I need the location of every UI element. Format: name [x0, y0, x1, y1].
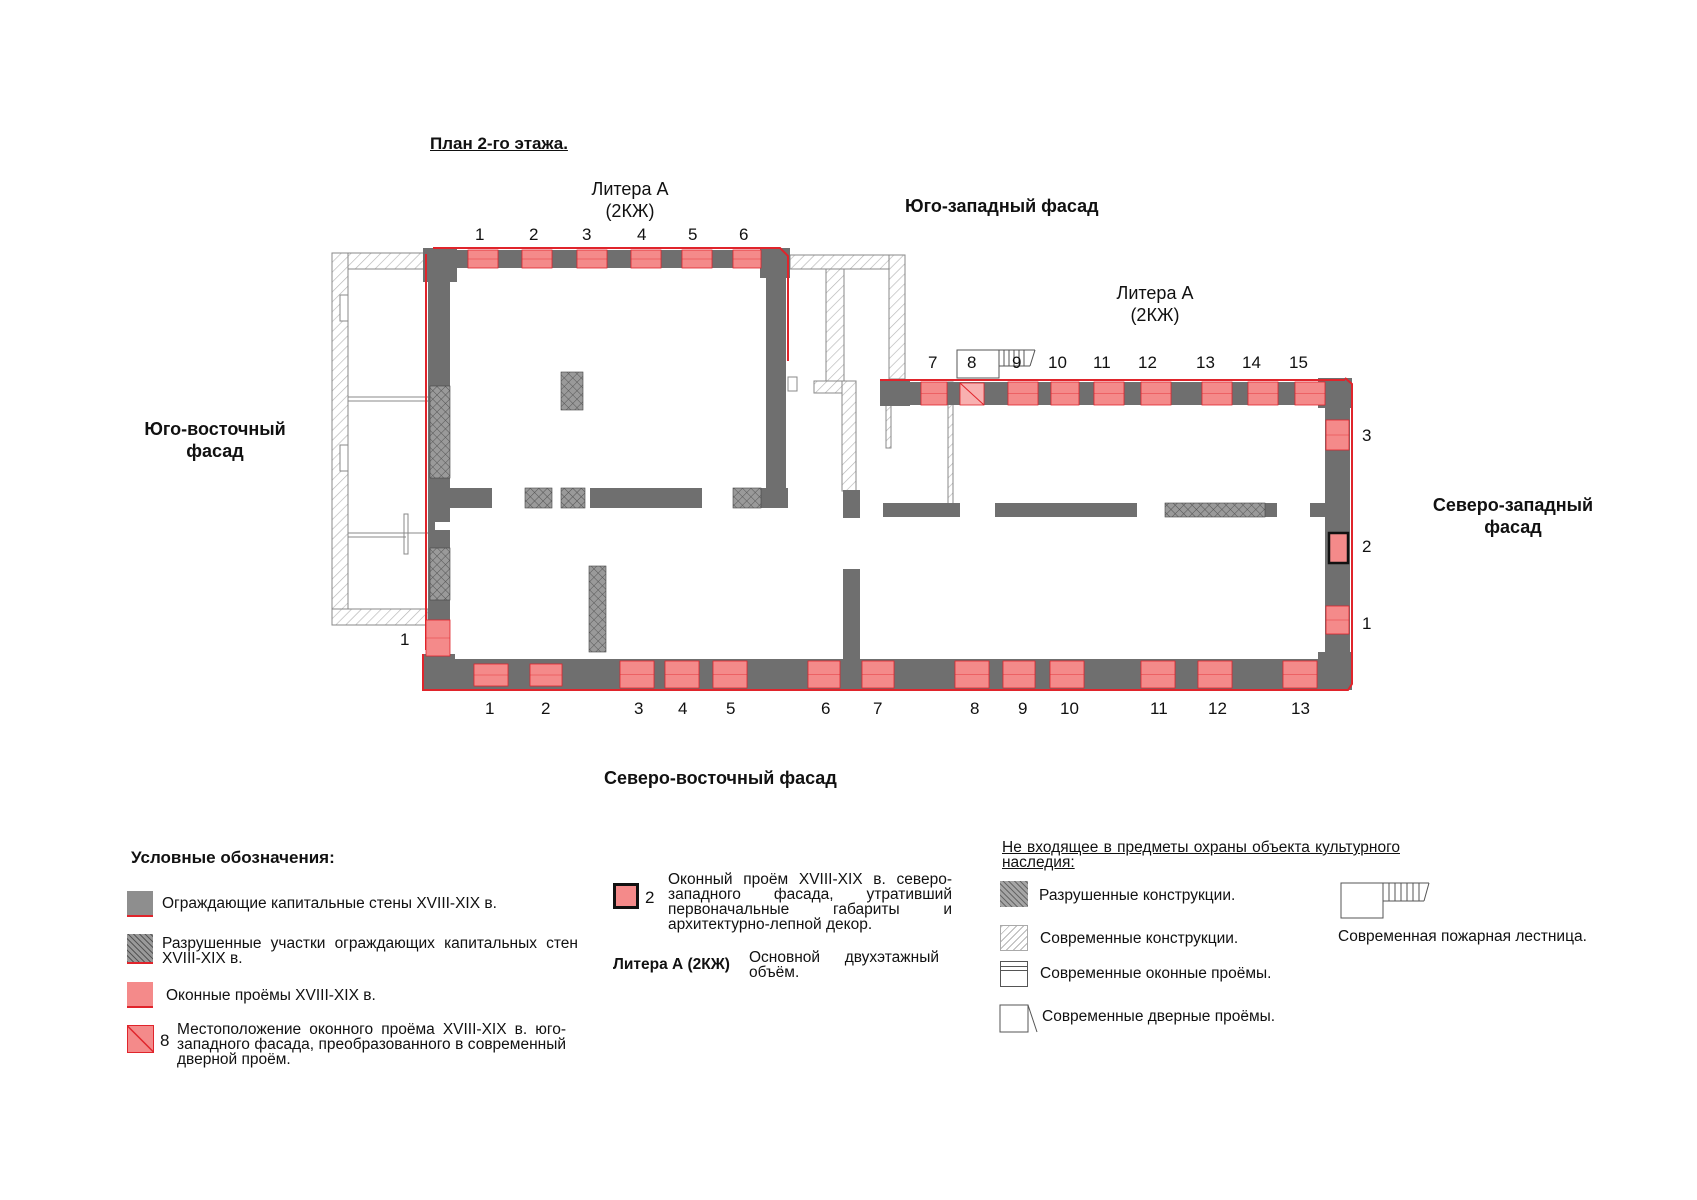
- num-top-right-15: 15: [1289, 353, 1308, 372]
- legend-modern-doors: Современные дверные проёмы.: [1042, 1008, 1276, 1025]
- facade-south-west: Юго-западный фасад: [905, 196, 1099, 216]
- num-top-right-7: 7: [928, 353, 938, 372]
- facade-south-east-line1: Юго-восточный: [144, 419, 286, 439]
- num-top-left-6: 6: [739, 225, 749, 244]
- legend-capital-walls: Ограждающие капитальные стены XVIII-XIX …: [162, 895, 497, 912]
- num-top-left-3: 3: [582, 225, 592, 244]
- legend-destroyed-constructions: Разрушенные конструкции.: [1039, 887, 1236, 904]
- fire-stair: [956, 349, 1036, 379]
- num-top-right-10: 10: [1048, 353, 1067, 372]
- num-top-left-2: 2: [529, 225, 539, 244]
- litera-a-right-line2: (2КЖ): [1130, 305, 1180, 325]
- modern-passage: [787, 254, 954, 505]
- legend-fire-stair: Современная пожарная лестница.: [1338, 928, 1587, 945]
- legend-window-openings: Оконные проёмы XVIII-XIX в.: [166, 987, 376, 1004]
- litera-a-right-line1: Литера А: [1116, 283, 1194, 303]
- num-top-right-9: 9: [1012, 353, 1022, 372]
- page-title: План 2-го этажа.: [430, 134, 568, 153]
- legend-swatch-fire-stair-icon: [1340, 882, 1430, 919]
- num-bottom-12: 12: [1208, 699, 1227, 718]
- legend-swatch-lost-window: [613, 883, 639, 909]
- legend-converted-window: Местоположение оконного проёма XVIII-XIX…: [177, 1021, 566, 1068]
- num-right-3: 3: [1362, 426, 1372, 445]
- legend-modern-constructions: Современные конструкции.: [1040, 930, 1239, 947]
- facade-north-west-line2: фасад: [1484, 517, 1542, 537]
- num-top-left-4: 4: [637, 225, 647, 244]
- facade-south-east: Юго-восточный фасад: [125, 418, 305, 462]
- num-top-right-13: 13: [1196, 353, 1215, 372]
- legend-lost-window-number: 2: [645, 888, 655, 907]
- legend-swatch-modern-doors-icon: [999, 1004, 1038, 1033]
- legend-destroyed-walls: Разрушенные участки ограждающих капиталь…: [162, 935, 578, 967]
- facade-north-west: Северо-западный фасад: [1418, 494, 1608, 538]
- num-bottom-6: 6: [821, 699, 831, 718]
- num-bottom-4: 4: [678, 699, 688, 718]
- num-top-right-12: 12: [1138, 353, 1157, 372]
- legend-swatch-converted-window: [127, 1025, 154, 1053]
- num-top-left-1: 1: [475, 225, 485, 244]
- num-bottom-9: 9: [1018, 699, 1028, 718]
- heritage-outline: [422, 247, 1353, 691]
- num-bottom-8: 8: [970, 699, 980, 718]
- legend-converted-window-number: 8: [160, 1031, 170, 1050]
- litera-a-top-line2: (2КЖ): [605, 201, 655, 221]
- num-top-right-11: 11: [1093, 353, 1111, 372]
- num-top-right-8: 8: [967, 353, 977, 372]
- legend-heading: Условные обозначения:: [131, 848, 335, 867]
- legend-modern-windows: Современные оконные проёмы.: [1040, 965, 1272, 982]
- num-top-right-14: 14: [1242, 353, 1261, 372]
- facade-north-west-line1: Северо-западный: [1432, 495, 1594, 515]
- num-bottom-7: 7: [873, 699, 883, 718]
- legend-swatch-modern-constructions: [1000, 925, 1028, 951]
- num-left-1: 1: [400, 630, 410, 649]
- legend-swatch-destroyed-constructions: [1000, 881, 1028, 907]
- legend-swatch-capital-walls: [127, 891, 153, 917]
- num-top-left-5: 5: [688, 225, 698, 244]
- legend-litera-desc: Основной двухэтажный объём.: [749, 949, 939, 981]
- legend-swatch-destroyed-walls: [127, 934, 153, 964]
- litera-a-top-line1: Литера А: [591, 179, 669, 199]
- destroyed-walls: [429, 371, 1266, 653]
- legend-swatch-modern-windows: [1000, 961, 1028, 987]
- num-bottom-5: 5: [726, 699, 736, 718]
- num-bottom-11: 11: [1150, 699, 1168, 718]
- legend-swatch-window: [127, 982, 153, 1008]
- num-right-2: 2: [1362, 537, 1372, 556]
- modern-annex-southeast: [331, 252, 429, 626]
- litera-a-top-label: Литера А (2КЖ): [570, 178, 690, 222]
- window-openings: [425, 249, 1350, 689]
- num-bottom-1: 1: [485, 699, 495, 718]
- litera-a-right-label: Литера А (2КЖ): [1095, 282, 1215, 326]
- legend-lost-window: Оконный проём XVIII-XIX в. северо-западн…: [668, 871, 952, 933]
- legend-litera-label: Литера А (2КЖ): [613, 956, 730, 973]
- legend-not-protected: Не входящее в предметы охраны объекта ку…: [1002, 839, 1400, 871]
- num-bottom-13: 13: [1291, 699, 1310, 718]
- facade-north-east: Северо-восточный фасад: [604, 768, 837, 788]
- num-bottom-2: 2: [541, 699, 551, 718]
- num-bottom-3: 3: [634, 699, 644, 718]
- special-windows: [959, 382, 1350, 565]
- num-right-1: 1: [1362, 614, 1372, 633]
- num-bottom-10: 10: [1060, 699, 1079, 718]
- facade-south-east-line2: фасад: [186, 441, 244, 461]
